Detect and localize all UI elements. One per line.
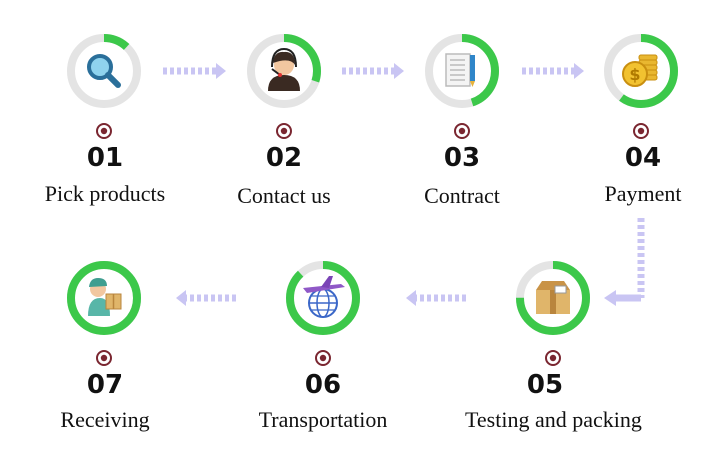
- progress-ring-fill: [604, 34, 678, 108]
- arrow-06-05: [406, 290, 466, 306]
- step-07-graphic: [67, 261, 141, 366]
- step-label: Contact us: [237, 183, 331, 208]
- package-box-icon: [536, 281, 570, 314]
- step-number: 01: [86, 143, 124, 173]
- courier-delivery-icon: [88, 278, 122, 316]
- marker-dot: [315, 350, 331, 366]
- marker-dot: [454, 123, 470, 139]
- arrow-01-02: [163, 63, 226, 79]
- contract-document-icon: [445, 53, 475, 87]
- step-05-graphic: [516, 261, 590, 366]
- progress-ring-fill: [67, 34, 141, 108]
- svg-text:$: $: [629, 65, 640, 84]
- arrow-02-03: [342, 63, 404, 79]
- progress-ring-fill: [67, 261, 141, 335]
- coin-payment-icon: $: [622, 54, 658, 87]
- step-label: Testing and packing: [465, 407, 642, 432]
- step-03-graphic: [425, 34, 499, 139]
- step-number: 06: [304, 370, 342, 400]
- magnifier-icon: [87, 54, 121, 88]
- marker-dot: [276, 123, 292, 139]
- marker-dot: [96, 350, 112, 366]
- progress-ring-fill: [516, 261, 590, 335]
- step-label: Transportation: [258, 407, 388, 432]
- step-01-graphic: [67, 34, 141, 139]
- arrow-04-05: [604, 218, 645, 306]
- step-number: 07: [86, 370, 124, 400]
- step-label: Payment: [604, 181, 682, 206]
- marker-dot: [545, 350, 561, 366]
- progress-ring-fill: [286, 261, 360, 335]
- marker-dot: [633, 123, 649, 139]
- step-02-graphic: [247, 34, 321, 139]
- airplane-globe-icon: [303, 276, 345, 318]
- step-06-graphic: [286, 261, 360, 366]
- step-number: 02: [265, 143, 303, 173]
- step-label: Pick products: [44, 181, 166, 206]
- progress-ring-fill: [247, 34, 321, 108]
- customer-service-icon: [268, 47, 300, 91]
- step-number: 04: [624, 143, 662, 173]
- marker-dot: [96, 123, 112, 139]
- step-label: Receiving: [60, 407, 150, 432]
- arrow-03-04: [522, 63, 584, 79]
- step-number: 05: [526, 370, 564, 400]
- step-number: 03: [443, 143, 481, 173]
- step-label: Contract: [424, 183, 500, 208]
- step-04-graphic: $: [604, 34, 678, 139]
- progress-ring-fill: [425, 34, 499, 108]
- arrow-07-06: [176, 290, 236, 306]
